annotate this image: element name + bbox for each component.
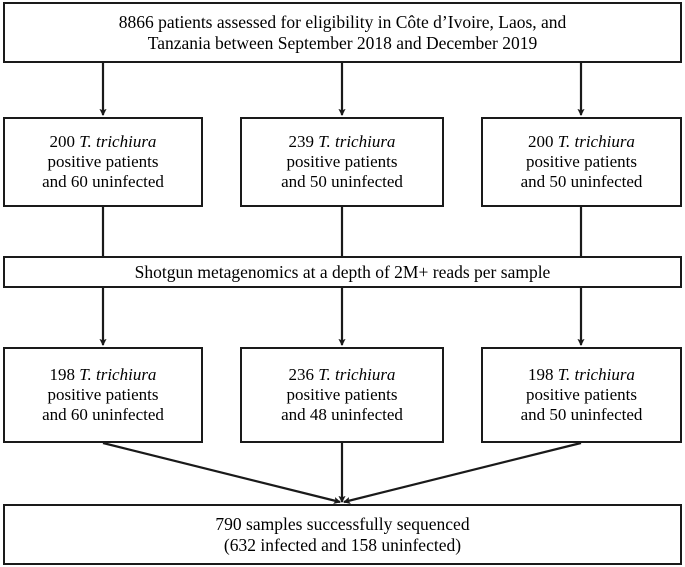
node-seq-laos-line2: positive patients — [286, 385, 398, 405]
node-cohort-laos: 239 T. trichiura positive patients and 5… — [240, 117, 444, 207]
node-sequencing-line1: Shotgun metagenomics at a depth of 2M+ r… — [134, 261, 551, 282]
node-seq-tza-line3: and 50 uninfected — [520, 404, 643, 424]
node-assessed-line2: Tanzania between September 2018 and Dece… — [147, 32, 538, 53]
node-cohort-civ-line3: and 60 uninfected — [42, 171, 164, 191]
node-cohort-civ-count: 200 — [49, 132, 76, 152]
node-cohort-laos-line1: 239 T. trichiura — [289, 132, 396, 152]
node-total-sequenced: 790 samples successfully sequenced (632 … — [3, 504, 682, 565]
node-cohort-civ-line2: positive patients — [47, 152, 159, 172]
connector-seq-civ-to-total — [102, 441, 341, 504]
node-seq-civ-line2: positive patients — [47, 385, 159, 405]
node-shotgun-metagenomics: Shotgun metagenomics at a depth of 2M+ r… — [3, 256, 682, 288]
node-cohort-civ-line1: 200 T. trichiura — [50, 132, 157, 152]
node-seq-tza-count: 198 — [528, 365, 554, 385]
node-cohort-laos-line2: positive patients — [286, 152, 398, 172]
node-cohort-tza-count: 200 — [528, 132, 554, 152]
node-patients-assessed: 8866 patients assessed for eligibility i… — [3, 2, 682, 63]
node-total-line2: (632 infected and 158 uninfected) — [223, 534, 462, 555]
species-name: T. trichiura — [557, 132, 635, 152]
node-seq-laos-line1: 236 T. trichiura — [289, 365, 396, 385]
node-cohort-tza-line3: and 50 uninfected — [520, 171, 643, 191]
node-cohort-cote-divoire: 200 T. trichiura positive patients and 6… — [3, 117, 203, 207]
node-total-line1: 790 samples successfully sequenced — [215, 514, 470, 535]
node-seq-tza-line2: positive patients — [526, 385, 637, 405]
species-name: T. trichiura — [79, 365, 157, 385]
species-name: T. trichiura — [318, 132, 396, 152]
node-cohort-laos-count: 239 — [288, 132, 315, 152]
node-cohort-laos-line3: and 50 uninfected — [281, 171, 403, 191]
node-sequenced-cote-divoire: 198 T. trichiura positive patients and 6… — [3, 347, 203, 443]
node-cohort-tanzania: 200 T. trichiura positive patients and 5… — [481, 117, 682, 207]
connector-seq-tza-to-total — [343, 441, 582, 504]
node-assessed-line1: 8866 patients assessed for eligibility i… — [118, 12, 567, 33]
node-sequenced-tanzania: 198 T. trichiura positive patients and 5… — [481, 347, 682, 443]
node-seq-tza-line1: 198 T. trichiura — [528, 365, 635, 385]
node-cohort-tza-line2: positive patients — [526, 152, 637, 172]
species-name: T. trichiura — [318, 365, 396, 385]
species-name: T. trichiura — [557, 365, 635, 385]
node-seq-civ-line1: 198 T. trichiura — [50, 365, 157, 385]
node-seq-civ-count: 198 — [49, 365, 76, 385]
node-sequenced-laos: 236 T. trichiura positive patients and 4… — [240, 347, 444, 443]
node-seq-laos-count: 236 — [288, 365, 315, 385]
species-name: T. trichiura — [79, 132, 157, 152]
node-seq-laos-line3: and 48 uninfected — [281, 404, 403, 424]
node-cohort-tza-line1: 200 T. trichiura — [528, 132, 635, 152]
node-seq-civ-line3: and 60 uninfected — [42, 404, 164, 424]
